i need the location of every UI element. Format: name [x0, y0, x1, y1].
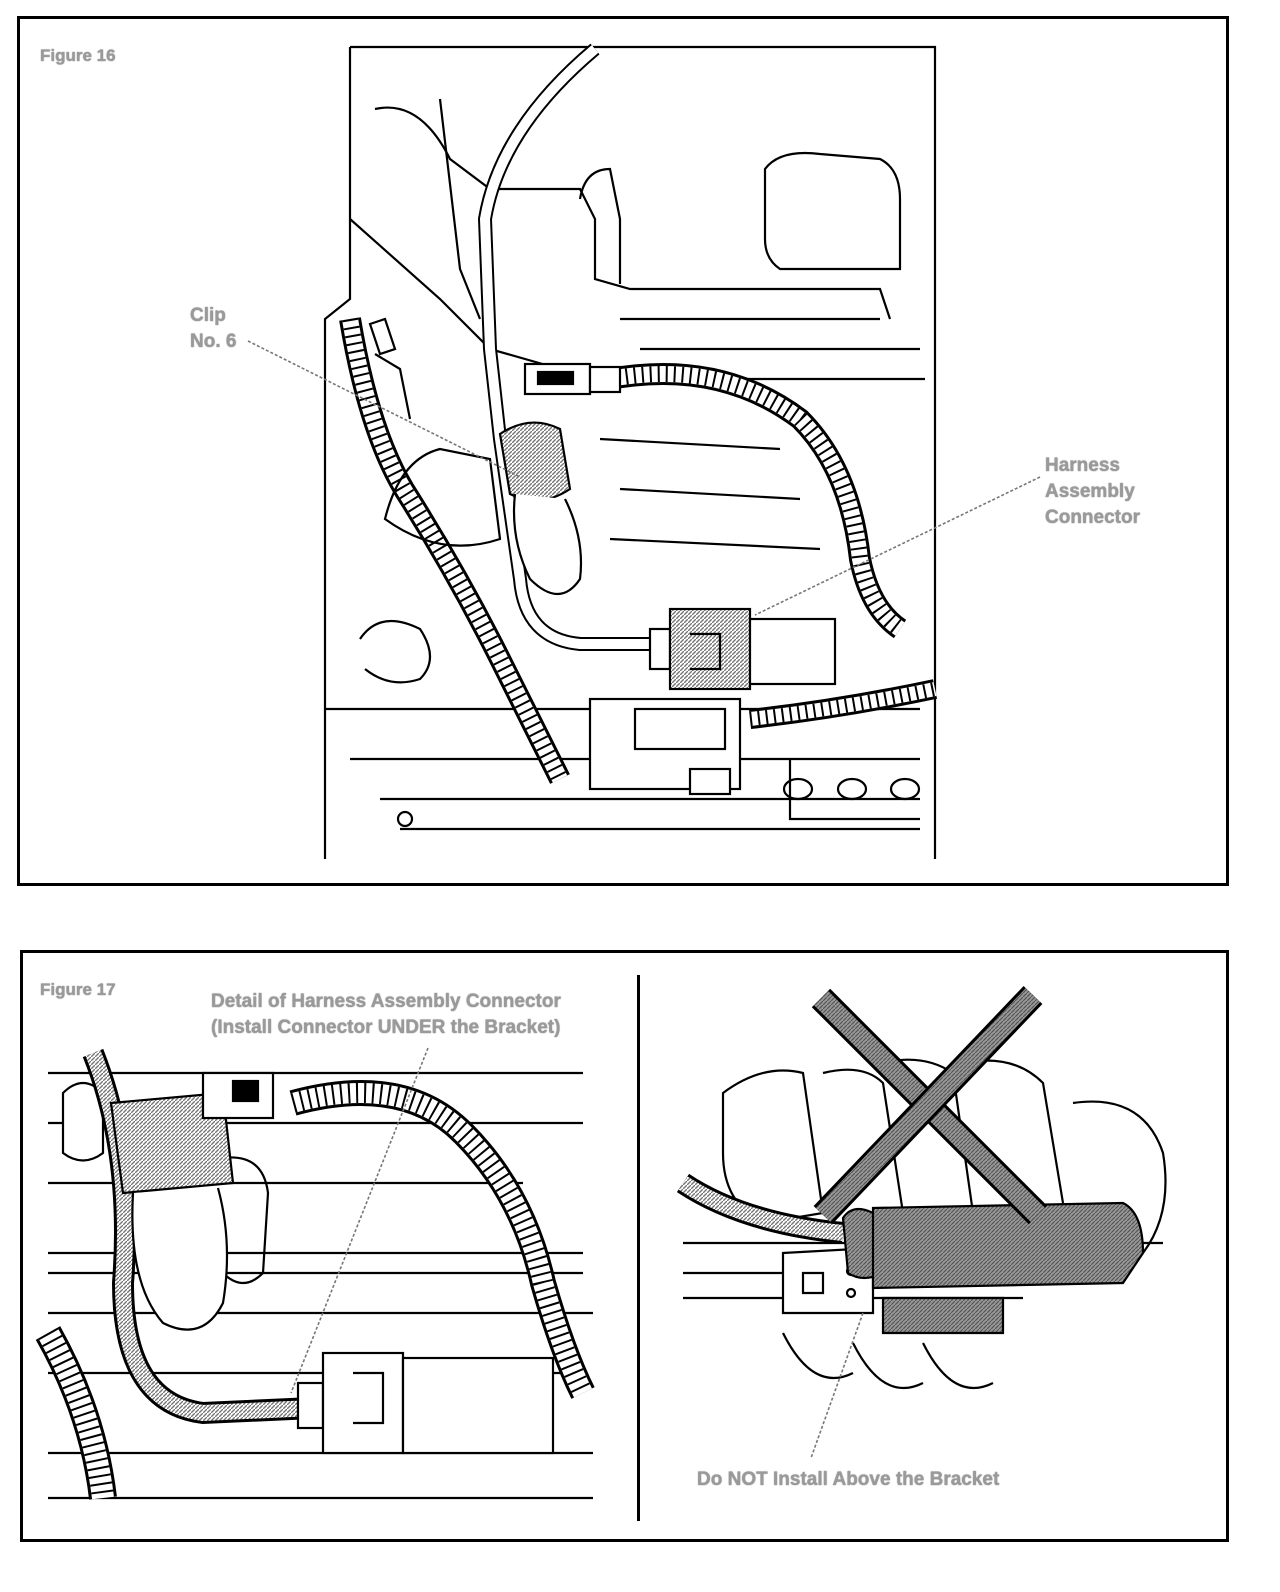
harness-connector-label: Harness Assembly Connector [1045, 455, 1140, 528]
figure-17-panel: Figure 17 Detail of Harness Assembly Con… [20, 950, 1229, 1542]
panel-divider [637, 975, 640, 1521]
figure-16-panel: Figure 16 Clip No. 6 Harness Assembly Co… [17, 16, 1229, 886]
figure-16-title: Figure 16 [40, 46, 116, 65]
engine-harness-drawing [247, 43, 1041, 859]
detail-label: Detail of Harness Assembly Connector (In… [211, 991, 561, 1038]
connector-detail-drawing [35, 986, 1167, 1500]
do-not-install-label: Do NOT Install Above the Bracket [697, 1469, 1000, 1490]
figure-17-title: Figure 17 [40, 980, 116, 999]
clip-no6-label: Clip No. 6 [190, 305, 237, 352]
